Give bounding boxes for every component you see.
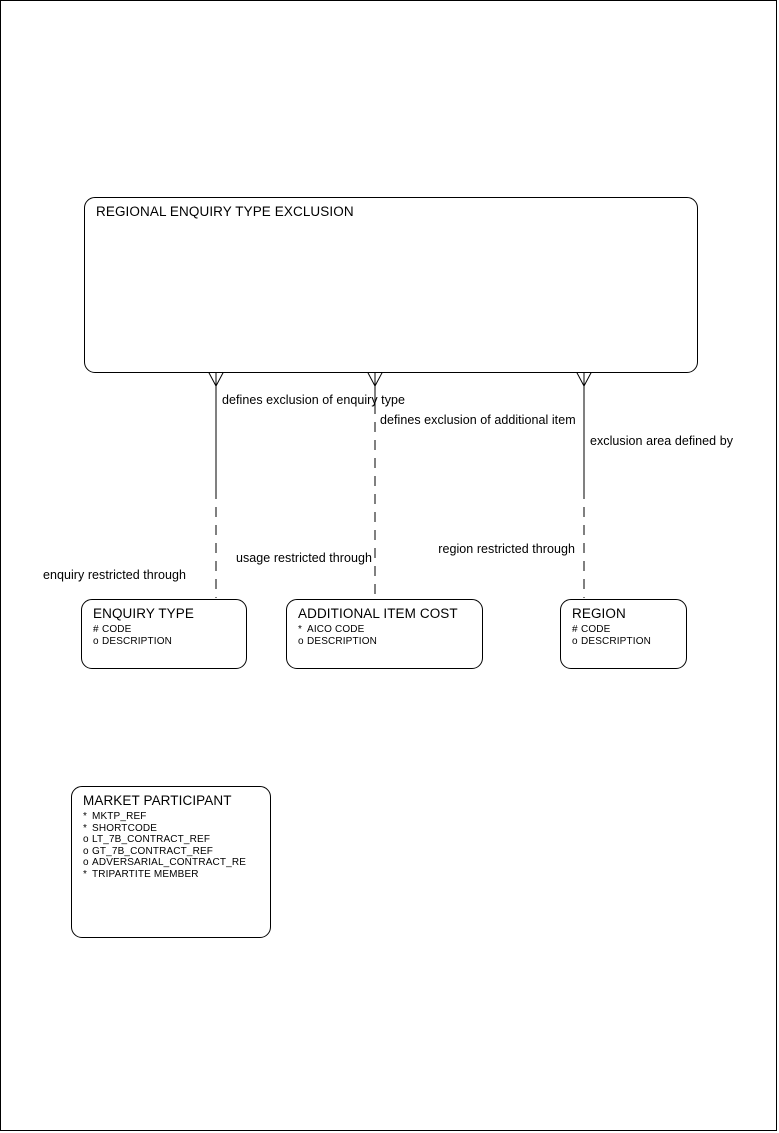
entity-title: REGIONAL ENQUIRY TYPE EXCLUSION (96, 204, 354, 219)
attribute-marker-icon: * (298, 624, 303, 635)
attribute-marker-icon: o (298, 635, 304, 647)
relationship-line-region (575, 370, 593, 598)
relationship-label-usage-restricted-through: usage restricted through (235, 551, 372, 565)
entity-title: MARKET PARTICIPANT (83, 793, 232, 808)
attribute-label: SHORTCODE (92, 822, 158, 834)
relationship-label-exclusion-area-defined-by: exclusion area defined by (590, 434, 734, 448)
attribute-label: DESCRIPTION (102, 635, 172, 647)
attribute-row: * MKTP_REF (83, 811, 246, 823)
attribute-marker-icon: * (83, 822, 88, 834)
entity-regional-enquiry-type-exclusion[interactable]: REGIONAL ENQUIRY TYPE EXCLUSION (84, 197, 698, 373)
attribute-row: #CODE (572, 624, 651, 636)
attribute-label: GT_7B_CONTRACT_REF (92, 845, 214, 857)
attribute-label: LT_7B_CONTRACT_REF (92, 834, 211, 846)
crows-foot-icon (575, 370, 593, 387)
relationship-label-defines-exclusion-of-enquiry-type: defines exclusion of enquiry type (222, 393, 406, 407)
attribute-label: TRIPARTITE MEMBER (92, 868, 199, 880)
crows-foot-icon (366, 370, 384, 387)
attribute-row: * SHORTCODE (83, 823, 246, 835)
entity-title: REGION (572, 606, 626, 621)
entity-title: ENQUIRY TYPE (93, 606, 194, 621)
attribute-marker-icon: o (83, 845, 89, 857)
attribute-marker-icon: # (93, 624, 99, 635)
attribute-row: * TRIPARTITE MEMBER (83, 869, 246, 881)
attribute-marker-icon: o (572, 635, 578, 647)
attribute-marker-icon: * (83, 811, 88, 822)
relationship-label-region-restricted-through: region restricted through (438, 542, 575, 556)
attribute-label: DESCRIPTION (581, 635, 651, 647)
attribute-label: CODE (581, 624, 611, 635)
relationship-label-defines-exclusion-of-additional-item: defines exclusion of additional item (380, 413, 576, 427)
relationship-label-enquiry-restricted-through: enquiry restricted through (42, 568, 186, 582)
attribute-marker-icon: o (83, 857, 89, 869)
relationship-line-enquiry-type (207, 370, 225, 598)
attribute-label: ADVERSARIAL_CONTRACT_RE (92, 857, 247, 869)
attribute-marker-icon: o (93, 635, 99, 647)
attribute-marker-icon: o (83, 834, 89, 846)
entity-market-participant[interactable]: MARKET PARTICIPANT * MKTP_REF * SHORTCODE … (71, 786, 271, 938)
attribute-row: #CODE (93, 624, 172, 636)
relationship-line-additional-item-cost (366, 370, 384, 598)
attribute-label: DESCRIPTION (307, 635, 377, 647)
attribute-label: MKTP_REF (92, 811, 147, 822)
attribute-marker-icon: # (572, 624, 578, 635)
attribute-label: CODE (102, 624, 132, 635)
entity-title: ADDITIONAL ITEM COST (298, 606, 458, 621)
attribute-row: * AICO CODE (298, 624, 377, 636)
attribute-marker-icon: * (83, 868, 88, 880)
attribute-label: AICO CODE (307, 624, 365, 635)
crows-foot-icon (207, 370, 225, 387)
